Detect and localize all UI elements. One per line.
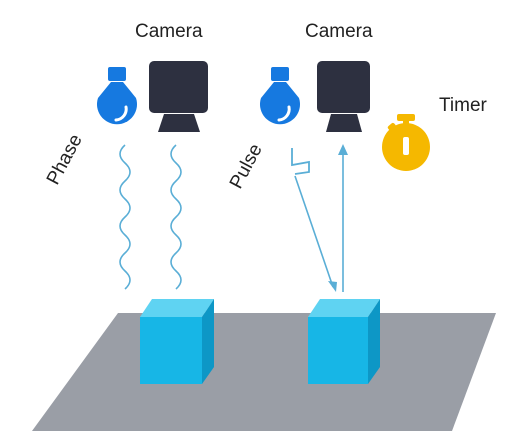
phase-wave-emitted xyxy=(119,144,131,290)
bulb-icon xyxy=(97,67,137,125)
pulse-label: Pulse xyxy=(226,141,267,193)
pulse-shape xyxy=(291,148,310,175)
arrowhead xyxy=(338,144,348,155)
bulb-icon xyxy=(260,67,300,125)
ground-plane xyxy=(32,313,496,431)
camera-right-label: Camera xyxy=(305,21,373,42)
camera-left-label: Camera xyxy=(135,21,203,42)
phase-label: Phase xyxy=(43,131,87,188)
cube-left xyxy=(140,299,214,384)
camera-icon xyxy=(149,61,208,132)
phase-wave-reflected xyxy=(170,144,182,290)
pulse-ray-out xyxy=(294,175,334,288)
timer-label: Timer xyxy=(439,95,488,116)
timer-icon xyxy=(382,114,430,171)
camera-icon xyxy=(317,61,370,132)
cube-right xyxy=(308,299,380,384)
arrowhead xyxy=(328,281,337,292)
